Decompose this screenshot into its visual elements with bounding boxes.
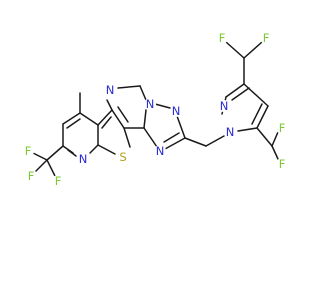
bond — [154, 103, 171, 109]
label-background — [154, 145, 166, 157]
molecule-canvas: N N N N N N S N F F F F F F F — [22, 31, 288, 188]
atom-f-cf3-bottom: F — [55, 174, 62, 188]
label-background — [104, 84, 116, 96]
atom-n-triazole-c: N — [156, 144, 165, 158]
bond — [32, 152, 48, 161]
bond — [97, 144, 116, 155]
atom-n-triazole-b: N — [146, 97, 155, 111]
bond — [251, 103, 263, 125]
bond — [117, 106, 129, 123]
label-background — [117, 151, 129, 163]
bonds — [32, 41, 279, 177]
bond — [243, 83, 269, 107]
label-background — [52, 175, 64, 187]
bond — [271, 131, 279, 147]
label-background — [276, 158, 288, 170]
atom-f-top-left: F — [219, 31, 226, 45]
atom-f-right-top: F — [279, 121, 286, 135]
atom-labels: N N N N N N S N F F F F F F F — [22, 31, 288, 188]
bond — [97, 109, 113, 126]
atom-f-cf3-left: F — [25, 144, 32, 158]
atom-f-right-bottom: F — [279, 157, 286, 171]
atom-f-top-right: F — [263, 31, 270, 45]
bond — [67, 149, 77, 157]
bond — [205, 135, 225, 147]
label-background — [170, 105, 182, 117]
molecule-structure: N N N N N N S N F F F F F F F — [22, 31, 288, 188]
bond — [106, 99, 113, 111]
label-background — [260, 32, 272, 44]
label-background — [25, 170, 37, 182]
bond — [143, 127, 158, 148]
atom-n-pyridine: N — [79, 152, 88, 166]
bond — [46, 145, 64, 161]
bond — [225, 83, 245, 98]
bond — [184, 137, 207, 147]
bond — [256, 105, 269, 129]
atom-n-pyrazole-2: N — [220, 99, 229, 113]
bond — [243, 41, 263, 59]
label-background — [22, 145, 34, 157]
bond — [231, 87, 250, 101]
label-background — [216, 32, 228, 44]
bond — [271, 145, 279, 160]
label-background — [276, 122, 288, 134]
bond — [237, 127, 258, 132]
bond — [62, 112, 81, 125]
bond — [256, 127, 273, 147]
atom-s-thiophene: S — [119, 150, 126, 164]
atom-f-cf3-mid: F — [28, 169, 35, 183]
bond — [111, 109, 125, 129]
bond — [117, 85, 141, 89]
bond — [66, 118, 81, 129]
bond — [79, 112, 99, 126]
atom-n-pyrimidine: N — [106, 83, 115, 97]
label-background — [77, 153, 89, 165]
bond — [176, 115, 186, 139]
bond — [35, 159, 48, 172]
bond — [101, 116, 112, 129]
label-background — [144, 98, 156, 110]
bond — [46, 159, 56, 177]
atom-n-pyrazole-1: N — [226, 125, 235, 139]
bond — [139, 85, 147, 101]
atom-n-triazole-a: N — [172, 104, 181, 118]
bond — [163, 132, 180, 143]
bond — [143, 109, 147, 129]
bond — [89, 144, 99, 154]
bond — [164, 137, 186, 150]
bond — [123, 127, 131, 148]
label-background — [224, 126, 236, 138]
bond — [225, 41, 245, 59]
label-background — [218, 100, 230, 112]
